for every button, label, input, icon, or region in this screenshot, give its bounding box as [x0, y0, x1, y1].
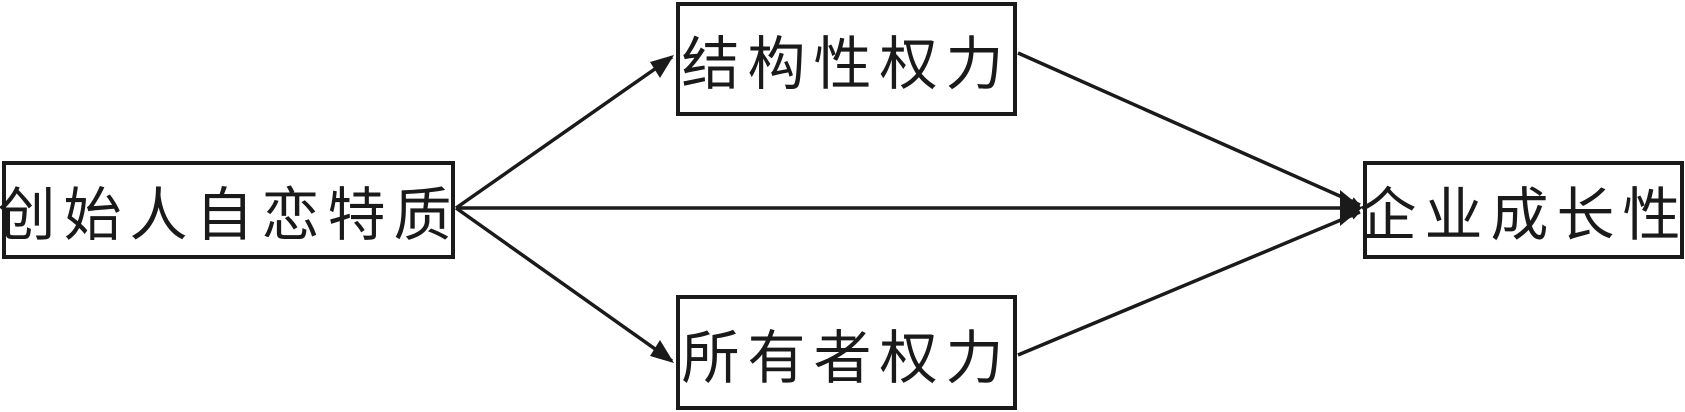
arrow-structural-power-to-growth [1017, 51, 1361, 207]
arrowhead-ownership [650, 340, 674, 363]
arrow-ownership-power-to-growth [1017, 210, 1361, 357]
arrow-founder-to-structural-power [454, 55, 674, 210]
arrowhead-growth-merge [1340, 190, 1362, 226]
node-structural-power: 结构性权力 [676, 2, 1017, 116]
arrow-founder-to-ownership-power [454, 206, 674, 363]
node-ownership-power: 所有者权力 [676, 295, 1017, 410]
node-founder-narcissism: 创始人自恋特质 [0, 161, 455, 259]
node-firm-growth: 企业成长性 [1359, 161, 1684, 259]
arrowhead-structural [650, 55, 674, 78]
